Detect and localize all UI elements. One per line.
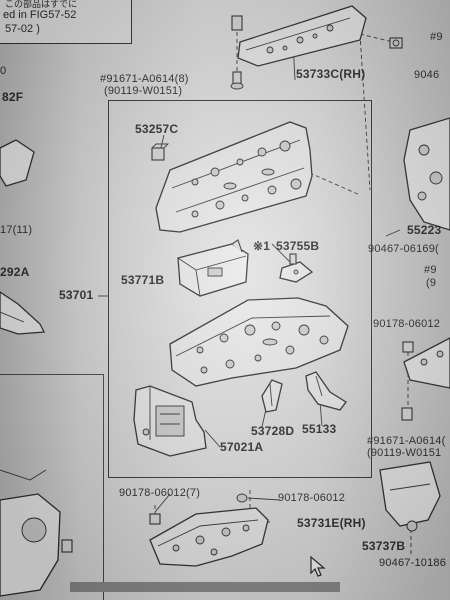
label-53731e: 53731E(RH) [297, 516, 366, 530]
clip-top-right [389, 37, 403, 49]
bracket-53771b [177, 239, 249, 297]
scrollbar-track[interactable] [70, 582, 340, 592]
label-53755b-mark: ※1 [253, 239, 271, 253]
label-53728d: 53728D [251, 424, 295, 438]
reference-note-box: この部品はすでに ed in FIG57-52 57-02 ) [0, 0, 132, 44]
label-bolt-91671: #91671-A0614(8) [100, 73, 189, 85]
label-53737b: 53737B [362, 539, 406, 553]
apron-panel-lower [169, 297, 349, 387]
bracket-53733c [237, 5, 367, 67]
label-90178-06012-7: 90178-06012(7) [119, 487, 201, 499]
clip-53257c [151, 143, 170, 161]
label-bolt-90119: (90119-W0151) [104, 85, 183, 97]
assembly-frame [108, 100, 372, 478]
label-55133: 55133 [302, 422, 337, 436]
label-90178-06012-bottom: 90178-06012 [278, 492, 346, 504]
mouse-cursor-icon [310, 556, 326, 577]
label-55223: 55223 [407, 223, 442, 237]
bracket-57021a [133, 385, 207, 457]
label-right-paren: (9 [426, 277, 437, 289]
note-line-1: この部品はすでに [5, 0, 78, 9]
label-53755b: 53755B [276, 239, 320, 253]
label-bolt-91671-right: #91671-A0614( [367, 435, 446, 447]
label-57021a: 57021A [220, 440, 264, 454]
bracket-55133 [305, 371, 347, 411]
apron-panel-upper [155, 121, 313, 233]
left-sub-frame [0, 374, 104, 600]
bracket-53755b [279, 253, 314, 283]
label-left-17: 17(11) [0, 224, 33, 236]
label-bolt-90119-right: (90119-W0151 [367, 447, 442, 459]
label-top-right-9: #9 [430, 31, 443, 43]
panel-right-lower [401, 337, 450, 421]
label-left-0: 0 [0, 65, 7, 77]
label-53257c: 53257C [135, 122, 179, 136]
bolt-91671-top [230, 15, 244, 90]
note-line-2: ed in FIG57-52 [3, 9, 77, 21]
bracket-53737b [379, 461, 441, 532]
leader-lines [98, 32, 412, 555]
left-fragments [0, 139, 73, 597]
label-90467-10186: 90467-10186 [379, 557, 447, 569]
label-left-82f: 82F [2, 90, 24, 104]
label-top-right-9046: 9046 [414, 69, 440, 81]
panel-55223 [403, 117, 450, 231]
label-left-292a: 292A [0, 265, 30, 279]
label-90178-06012-right: 90178-06012 [373, 318, 441, 330]
label-right-9: #9 [424, 264, 437, 276]
label-53771b: 53771B [121, 273, 165, 287]
label-53701: 53701 [59, 288, 94, 302]
label-53733c: 53733C(RH) [296, 67, 366, 81]
bracket-53728d [261, 379, 283, 413]
note-line-3: 57-02 ) [5, 23, 40, 35]
label-90467-06169: 90467-06169( [368, 243, 439, 255]
bracket-53731e [149, 493, 269, 567]
